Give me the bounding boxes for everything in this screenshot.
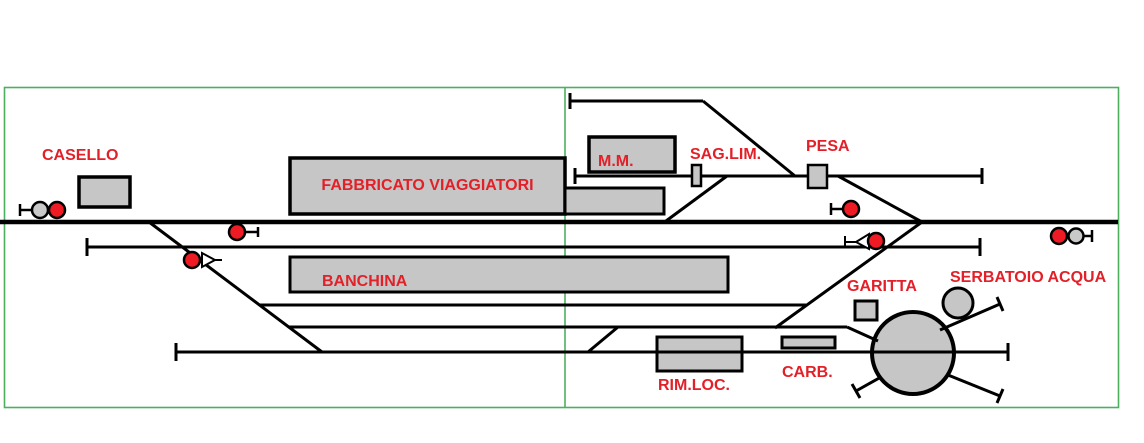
left-entry-signal-gray-disc-icon	[30, 200, 50, 220]
station-building-label: FABBRICATO VIAGGIATORI	[321, 177, 534, 194]
turntable-stub-lower-right-buffer	[995, 388, 1005, 404]
carb-label: CARB.	[782, 364, 833, 381]
dwarf-signal-left-red-disc-icon	[182, 250, 202, 270]
track-lines	[0, 93, 1118, 404]
banchina-label: BANCHINA	[322, 273, 408, 290]
c-to-b-turnout	[587, 325, 619, 354]
casello-label: CASELLO	[42, 147, 119, 164]
yard-track-b-to-turntable	[846, 325, 879, 343]
pesa-junction-diagonal	[837, 174, 923, 224]
dwarf-signal-left-triangle-icon	[201, 251, 218, 269]
green-frame	[3, 86, 1120, 409]
station-building	[288, 156, 567, 216]
left-entry-signal-red-disc-icon	[47, 200, 67, 220]
banchina-platform	[288, 255, 730, 294]
mm-label: M.M.	[598, 153, 634, 170]
serbatoio-acqua-label: SERBATOIO ACQUA	[950, 269, 1107, 286]
carb-platform	[780, 335, 837, 350]
right-entry-signal-red-disc-icon	[1049, 226, 1069, 246]
right-entry-signal-gray-disc-icon	[1067, 227, 1085, 245]
platform-signal-red-disc-icon	[227, 222, 247, 242]
rimloc-label: RIM.LOC.	[658, 377, 730, 394]
garitta-label: GARITTA	[847, 278, 917, 295]
dwarf-signal-right-red-disc-icon	[866, 231, 886, 251]
turntable-stub-upper-right-buffer	[995, 296, 1005, 312]
turntable-stub-lower-right	[947, 373, 1001, 398]
saglim-gauge-marker	[690, 163, 703, 188]
casello-building	[77, 175, 132, 209]
yard-signal-red-disc-icon	[841, 199, 861, 219]
turntable-stub-lower-left	[855, 375, 882, 393]
turntable-stub-lower-left-buffer	[850, 383, 862, 399]
water-tank	[941, 286, 975, 320]
station-annex-building	[563, 186, 666, 216]
garitta-hut	[853, 299, 879, 322]
turntable-stub-upper-right	[939, 302, 1001, 332]
pesa-weighbridge	[806, 163, 829, 190]
pesa-label: PESA	[806, 138, 850, 155]
goods-to-main-turnout	[665, 174, 728, 223]
signals-layer	[18, 199, 1094, 270]
left-yard-diagonal	[148, 220, 323, 354]
rimloc-building	[655, 335, 744, 373]
mm-building	[587, 135, 677, 174]
right-yard-diagonal	[774, 220, 923, 330]
saglim-label: SAG.LIM.	[690, 146, 762, 163]
top-siding-diagonal	[702, 99, 796, 178]
